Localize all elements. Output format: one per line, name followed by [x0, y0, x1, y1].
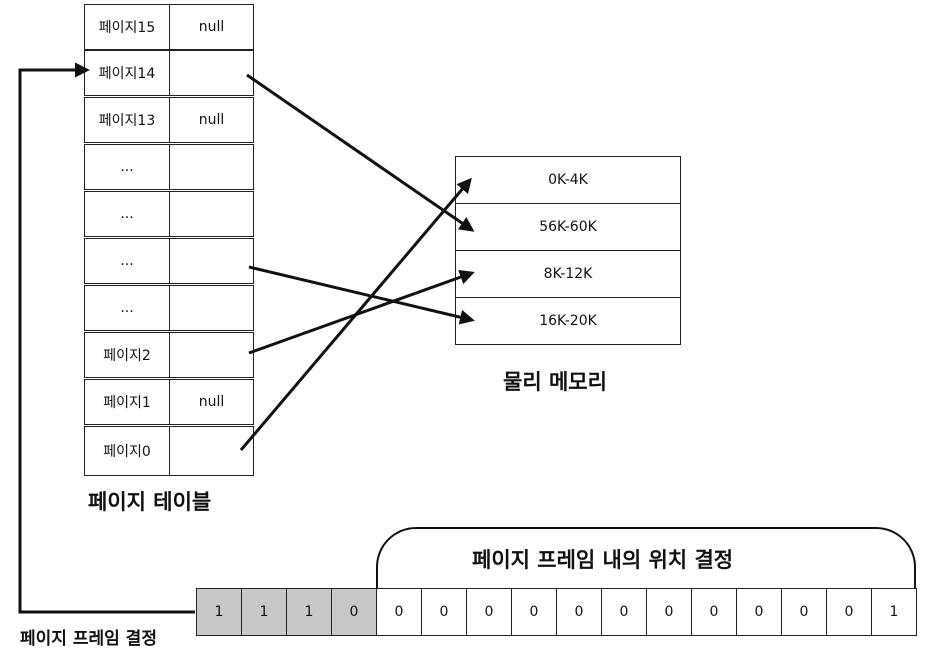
offset-bit: 0	[646, 588, 692, 636]
page-label: 페이지0	[84, 426, 170, 476]
memory-frame: 56K-60K	[455, 203, 681, 251]
offset-bit: 0	[601, 588, 647, 636]
page-table-row: 페이지2	[84, 332, 254, 378]
frame-value	[169, 144, 254, 190]
frame-bit: 1	[241, 588, 287, 636]
page-table-row: ...	[84, 191, 254, 237]
frame-caption: 페이지 프레임 결정	[20, 629, 157, 649]
frame-value	[169, 191, 254, 237]
memory-frame: 16K-20K	[455, 297, 681, 345]
page-label: 페이지2	[84, 332, 170, 378]
mapping-arrow	[248, 269, 475, 355]
offset-bit: 0	[736, 588, 782, 636]
offset-bit: 0	[826, 588, 872, 636]
lookup-arrow	[18, 62, 195, 614]
physical-memory-caption: 물리 메모리	[503, 370, 607, 394]
offset-bit: 0	[511, 588, 557, 636]
frame-value	[169, 426, 254, 476]
page-label: 페이지14	[84, 50, 170, 96]
frame-value: null	[169, 97, 254, 143]
frame-value: null	[169, 379, 254, 425]
offset-brace	[376, 527, 916, 589]
page-table-row: 페이지15 null	[84, 4, 254, 50]
page-table-caption: 페이지 테이블	[88, 490, 212, 514]
page-table-row: ...	[84, 238, 254, 284]
frame-value	[169, 332, 254, 378]
mapping-arrow	[248, 265, 475, 325]
frame-value	[169, 238, 254, 284]
page-table-row: 페이지0	[84, 426, 254, 476]
mapping-arrow	[239, 177, 472, 451]
page-table-row: 페이지14	[84, 50, 254, 96]
page-table-row: 페이지1 null	[84, 379, 254, 425]
page-label: ...	[84, 238, 170, 284]
frame-value: null	[169, 4, 254, 50]
page-label: 페이지1	[84, 379, 170, 425]
offset-bit: 0	[781, 588, 827, 636]
page-label: 페이지15	[84, 4, 170, 50]
page-table-row: ...	[84, 285, 254, 331]
page-label: 페이지13	[84, 97, 170, 143]
frame-value	[169, 285, 254, 331]
page-label: ...	[84, 285, 170, 331]
offset-caption: 페이지 프레임 내의 위치 결정	[472, 548, 734, 572]
offset-bit: 0	[691, 588, 737, 636]
frame-bit: 1	[286, 588, 332, 636]
page-label: ...	[84, 191, 170, 237]
mapping-arrow	[246, 73, 475, 232]
offset-bit: 1	[871, 588, 917, 636]
frame-bit: 1	[196, 588, 242, 636]
memory-frame: 8K-12K	[455, 250, 681, 298]
page-table-row: ...	[84, 144, 254, 190]
frame-value	[169, 50, 254, 96]
page-table-row: 페이지13 null	[84, 97, 254, 143]
